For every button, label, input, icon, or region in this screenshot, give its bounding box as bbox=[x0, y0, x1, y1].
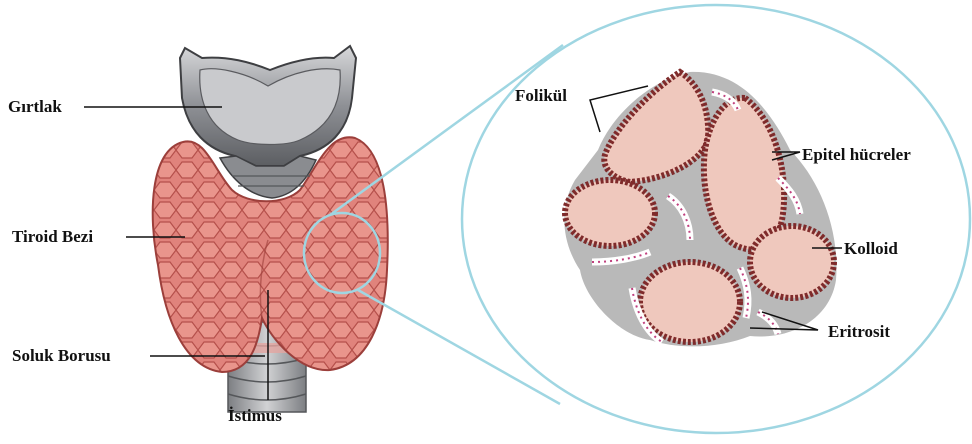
label-soluk-borusu: Soluk Borusu bbox=[12, 347, 111, 364]
label-tiroid-bezi: Tiroid Bezi bbox=[12, 228, 93, 245]
label-istimus: İstimus bbox=[228, 407, 282, 424]
label-folikul: Folikül bbox=[515, 87, 567, 104]
label-eritrosit: Eritrosit bbox=[828, 323, 890, 340]
label-kolloid: Kolloid bbox=[844, 240, 898, 257]
label-girtlak: Gırtlak bbox=[8, 98, 62, 115]
label-epitel-hucreler: Epitel hücreler bbox=[802, 146, 911, 163]
